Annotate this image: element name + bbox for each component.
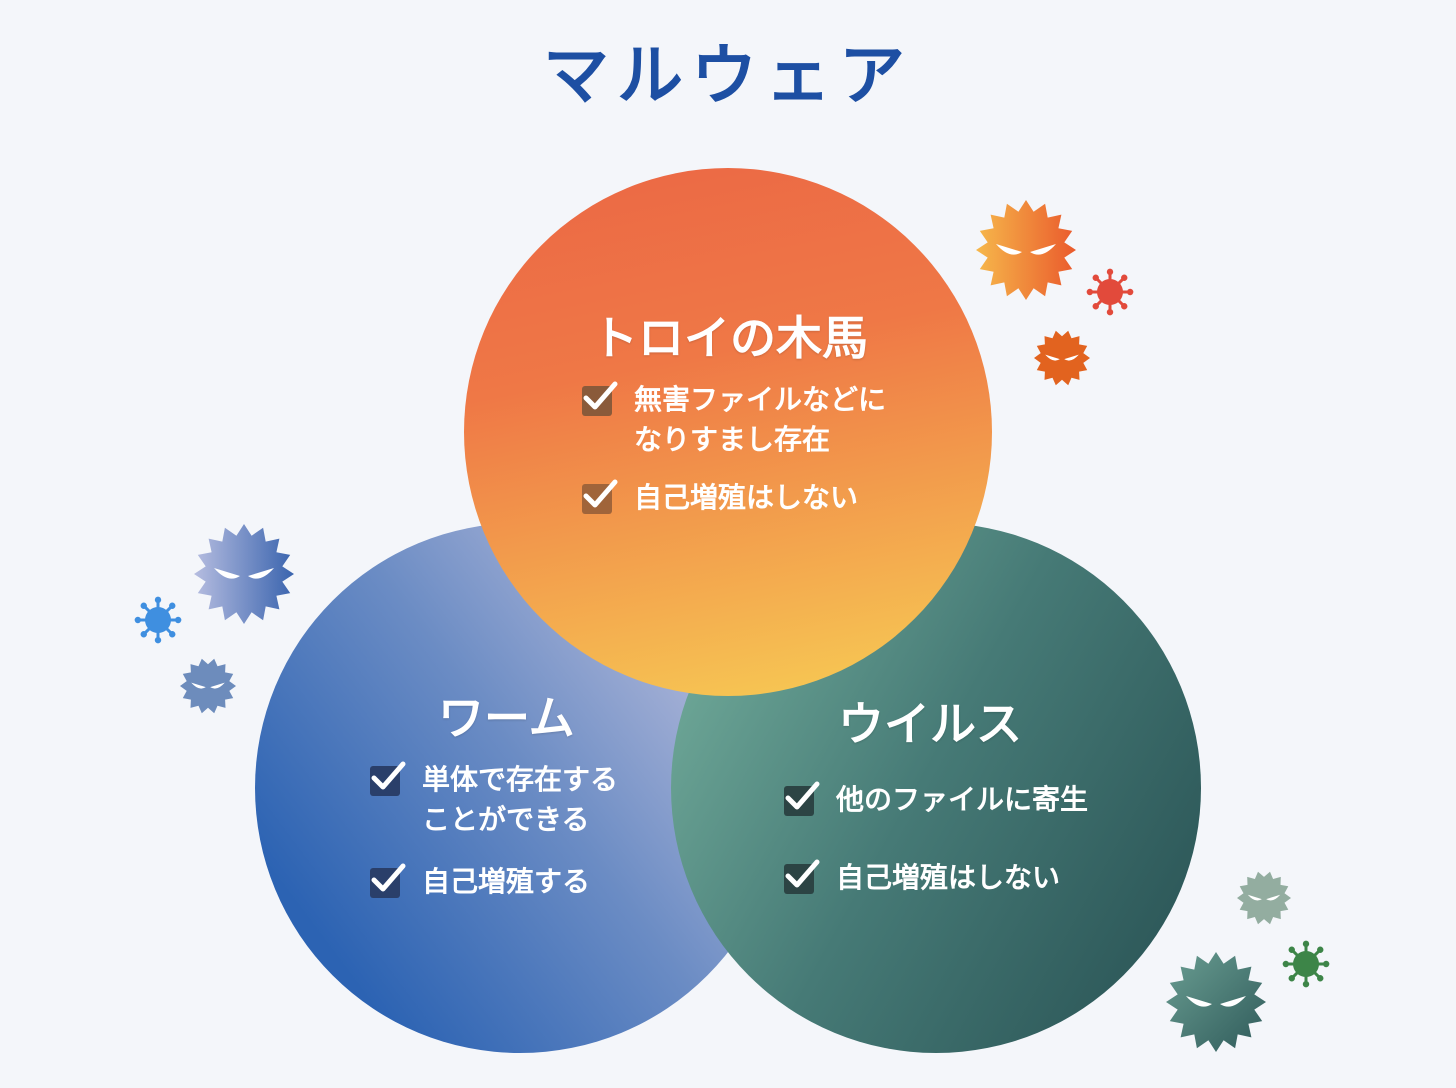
germ-face-icon (1034, 330, 1090, 386)
trojan-circle (464, 168, 992, 696)
page-title: マルウェア (543, 37, 913, 114)
worm-item-2-text: 自己増殖する (422, 865, 591, 898)
trojan-item-2-text: 自己増殖はしない (634, 481, 859, 514)
germ-face-icon (1237, 871, 1291, 925)
trojan-item-2: 自己増殖はしない (582, 478, 858, 518)
virus-item-2: 自己増殖はしない (784, 858, 1060, 898)
worm-item-2: 自己増殖する (370, 862, 590, 902)
virus-title: ウイルス (838, 697, 1022, 751)
virus-particle-icon (1086, 268, 1134, 316)
virus-item-2-text: 自己増殖はしない (836, 861, 1061, 894)
checkbox-check-icon (370, 863, 406, 898)
trojan-item-1: 無害ファイルなどに なりすまし存在 (582, 380, 886, 460)
trojan-title: トロイの木馬 (592, 311, 868, 365)
checkbox-check-icon (784, 781, 820, 816)
virus-item-1: 他のファイルに寄生 (784, 780, 1088, 820)
virus-item-1-text: 他のファイルに寄生 (836, 783, 1089, 816)
germ-face-icon (976, 200, 1076, 300)
worm-item-1: 単体で存在する ことができる (370, 760, 618, 840)
germ-face-icon (180, 658, 236, 714)
checkbox-check-icon (582, 479, 618, 514)
trojan-item-1-text: 無害ファイルなどに なりすまし存在 (634, 383, 887, 456)
checkbox-check-icon (370, 761, 406, 796)
germ-face-icon (1166, 952, 1266, 1052)
germ-face-icon (194, 524, 294, 624)
virus-particle-icon (1282, 940, 1330, 988)
virus-particle-icon (134, 596, 182, 644)
worm-item-1-text: 単体で存在する ことができる (422, 763, 619, 836)
worm-title: ワーム (438, 691, 575, 745)
checkbox-check-icon (784, 859, 820, 894)
checkbox-check-icon (582, 381, 618, 416)
